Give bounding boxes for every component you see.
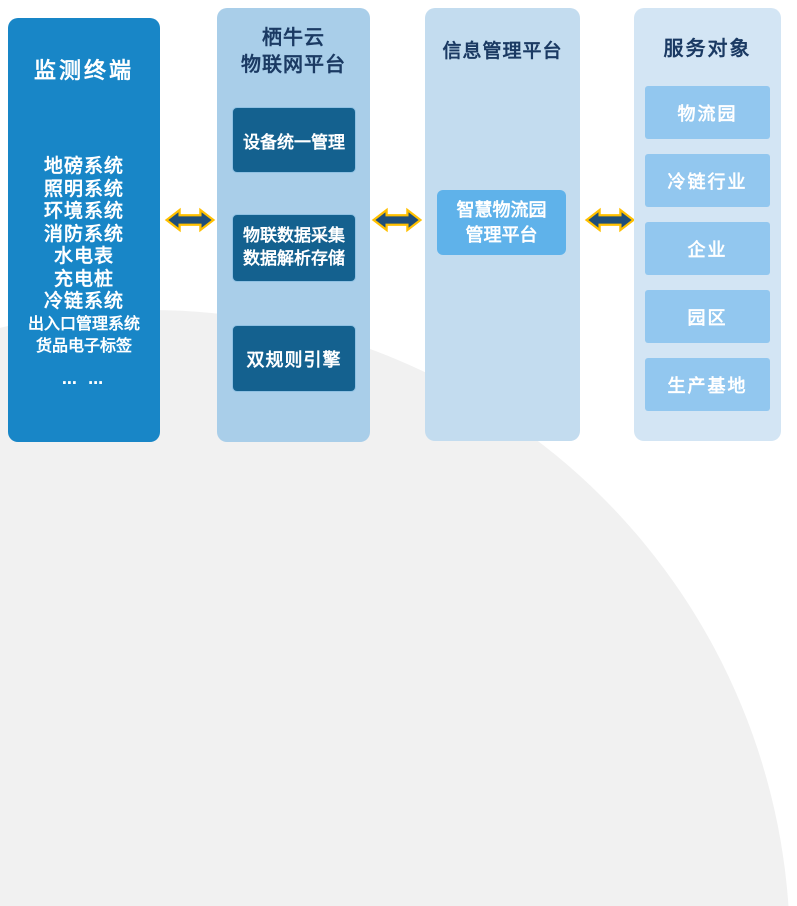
panel-title: 信息管理平台 [442, 40, 563, 62]
list-item: 货品电子标签 [35, 336, 132, 355]
bidirectional-arrow-icon [371, 206, 423, 234]
list-item: 冷链系统 [43, 290, 124, 312]
panel-iot-platform: 栖牛云 物联网平台 设备统一管理 物联数据采集 数据解析存储 双规则引擎 [217, 8, 370, 442]
panel-title-line2: 物联网平台 [241, 52, 346, 76]
box-production-base: 生产基地 [645, 358, 770, 411]
list-item: 出入口管理系统 [27, 313, 140, 333]
box-device-management: 设备统一管理 [232, 107, 356, 173]
box-enterprise: 企业 [645, 222, 770, 275]
bidirectional-arrow-icon [164, 206, 216, 234]
box-label: 设备统一管理 [243, 132, 345, 153]
box-label-line1: 智慧物流园 [456, 199, 547, 221]
box-label-line2: 数据解析存储 [243, 249, 345, 269]
box-smart-logistics-platform: 智慧物流园 管理平台 [437, 190, 566, 255]
box-label: 双规则引擎 [246, 349, 342, 371]
panel-title-line1: 栖牛云 [262, 25, 325, 49]
list-item: 充电桩 [53, 267, 114, 290]
box-logistics-park: 物流园 [645, 86, 770, 139]
panel-title: 服务对象 [663, 36, 752, 60]
panel-monitoring-terminals: 监测终端 地磅系统 照明系统 环境系统 消防系统 水电表 充电桩 冷链系统 出入… [8, 18, 160, 442]
list-item: 水电表 [53, 245, 114, 267]
list-item: 地磅系统 [43, 155, 124, 177]
box-cold-chain-industry: 冷链行业 [645, 154, 770, 207]
panel-service-objects: 服务对象 物流园 冷链行业 企业 园区 生产基地 [634, 8, 781, 441]
service-box-list: 物流园 冷链行业 企业 园区 生产基地 [645, 86, 770, 411]
list-item: 消防系统 [43, 222, 124, 245]
box-label-line2: 管理平台 [465, 224, 538, 246]
box-rule-engine: 双规则引擎 [232, 325, 356, 392]
panel-title: 栖牛云 物联网平台 [217, 24, 370, 78]
ellipsis-text: … … [61, 369, 107, 388]
box-park: 园区 [645, 290, 770, 343]
panel-title: 监测终端 [33, 59, 134, 84]
bidirectional-arrow-icon [584, 206, 636, 234]
list-item: 照明系统 [43, 177, 124, 200]
box-label-line1: 物联数据采集 [243, 226, 345, 246]
panel-info-management: 信息管理平台 智慧物流园 管理平台 [425, 8, 580, 441]
terminal-list: 地磅系统 照明系统 环境系统 消防系统 水电表 充电桩 冷链系统 出入口管理系统… [8, 155, 160, 390]
list-item: 环境系统 [43, 200, 124, 222]
box-data-collection-storage: 物联数据采集 数据解析存储 [232, 214, 356, 282]
